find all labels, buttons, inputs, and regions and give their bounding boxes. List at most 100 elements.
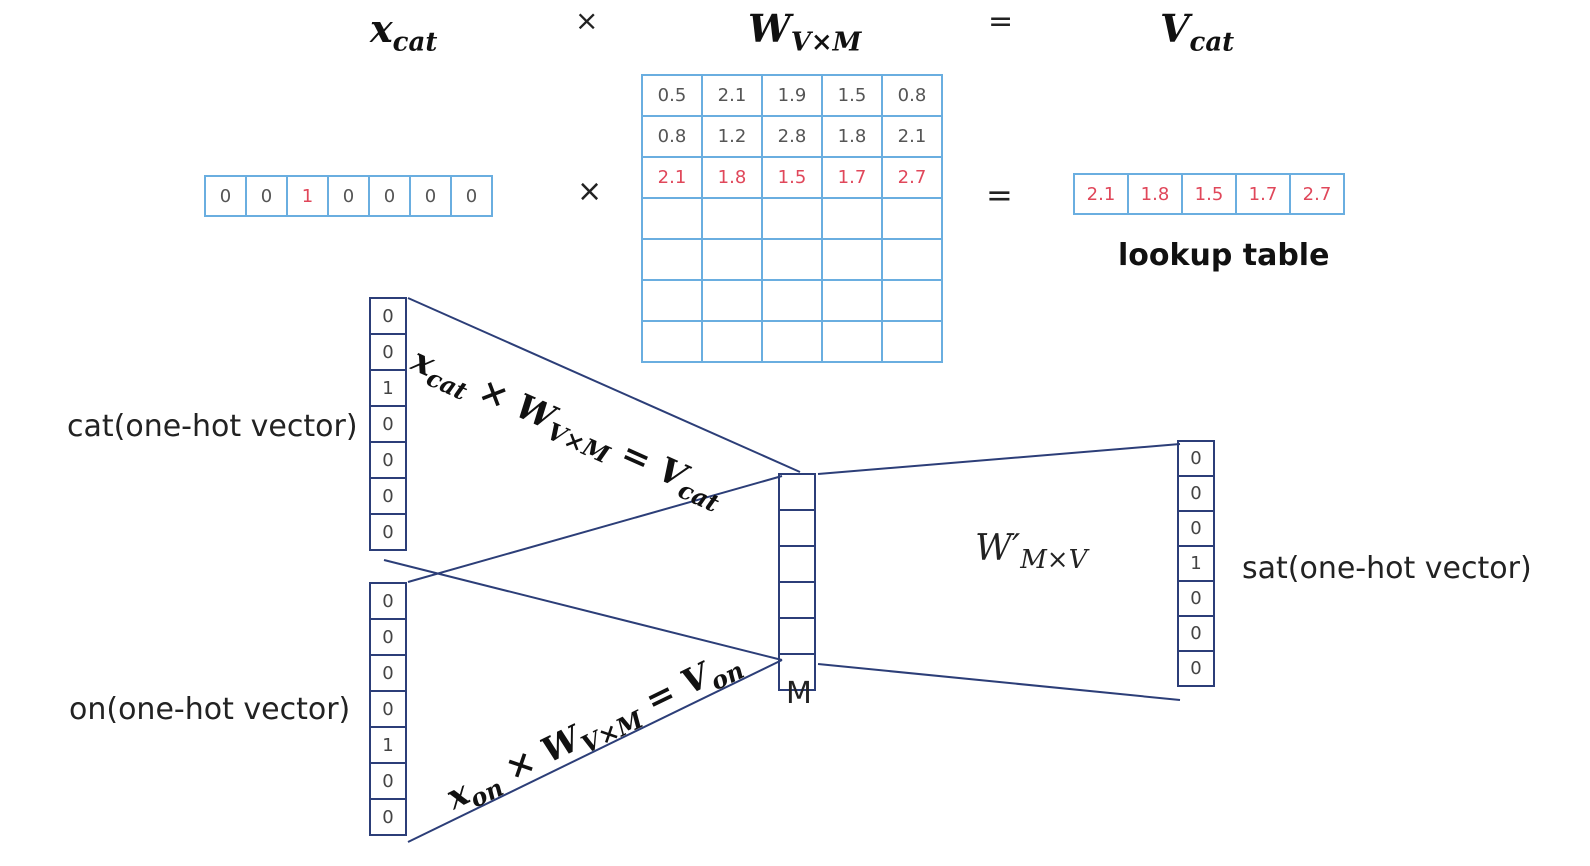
cat-vector-cell: 0	[369, 405, 407, 443]
on-vector-cell: 0	[369, 798, 407, 836]
matrix-cell: 1.9	[761, 74, 823, 117]
one-hot-cell: 1	[286, 175, 329, 217]
eq-times-top: ×	[575, 4, 599, 37]
matrix-cell	[881, 320, 943, 363]
one-hot-cell: 0	[368, 175, 411, 217]
result-cell: 1.8	[1127, 173, 1183, 215]
matrix-cell	[641, 238, 703, 281]
matrix-cell	[761, 238, 823, 281]
matrix-cell: 2.7	[881, 156, 943, 199]
result-cell: 1.5	[1181, 173, 1237, 215]
matrix-cell: 2.1	[641, 156, 703, 199]
times-sign-middle: ×	[577, 174, 603, 209]
matrix-cell	[641, 279, 703, 322]
hidden-cell	[778, 473, 816, 511]
sat-vector-label: sat(one-hot vector)	[1242, 551, 1532, 586]
matrix-cell	[761, 320, 823, 363]
sat-vector-cell: 0	[1177, 440, 1215, 477]
result-cell: 2.7	[1289, 173, 1345, 215]
on-vector-cell: 0	[369, 690, 407, 728]
hidden-cell	[778, 653, 816, 691]
output-weight-label: W′M×V	[975, 528, 1088, 576]
hidden-cell	[778, 509, 816, 547]
equals-sign-middle: =	[986, 176, 1013, 214]
matrix-cell: 1.8	[701, 156, 763, 199]
eq-x-cat: xcat	[370, 6, 438, 58]
matrix-cell: 1.2	[701, 115, 763, 158]
matrix-cell: 2.1	[881, 115, 943, 158]
sat-vector-cell: 0	[1177, 580, 1215, 617]
matrix-cell	[821, 197, 883, 240]
matrix-cell: 0.5	[641, 74, 703, 117]
matrix-cell	[641, 197, 703, 240]
matrix-cell	[881, 238, 943, 281]
cat-vector-cell: 1	[369, 369, 407, 407]
on-vector-cell: 0	[369, 582, 407, 620]
hidden-size-label: M	[786, 676, 812, 711]
on-vector-cell: 0	[369, 654, 407, 692]
matrix-row	[641, 238, 943, 281]
matrix-row	[641, 320, 943, 363]
eq-w: WV×M	[748, 6, 862, 58]
out-bottom-edge	[817, 663, 1181, 701]
one-hot-cell: 0	[327, 175, 370, 217]
matrix-cell: 1.8	[821, 115, 883, 158]
cat-vector-cell: 0	[369, 441, 407, 479]
matrix-cell	[701, 238, 763, 281]
result-cell: 1.7	[1235, 173, 1291, 215]
matrix-cell: 1.5	[761, 156, 823, 199]
matrix-cell	[641, 320, 703, 363]
sat-vector-cell: 0	[1177, 615, 1215, 652]
matrix-cell	[701, 279, 763, 322]
hidden-cell	[778, 545, 816, 583]
cat-bottom-edge	[383, 559, 783, 661]
on-vector-cell: 0	[369, 762, 407, 800]
matrix-cell	[881, 197, 943, 240]
sat-vector-cell: 1	[1177, 545, 1215, 582]
matrix-cell	[761, 279, 823, 322]
matrix-row	[641, 279, 943, 322]
cat-vector-cell: 0	[369, 297, 407, 335]
cat-vector-cell: 0	[369, 477, 407, 515]
matrix-cell	[821, 279, 883, 322]
matrix-cell: 2.1	[701, 74, 763, 117]
matrix-cell: 2.8	[761, 115, 823, 158]
hidden-cell	[778, 617, 816, 655]
on-vector-label: on(one-hot vector)	[69, 692, 351, 727]
cat-top-edge	[407, 297, 801, 473]
on-vector-cell: 1	[369, 726, 407, 764]
matrix-cell	[701, 320, 763, 363]
cat-vector-label: cat(one-hot vector)	[67, 409, 358, 444]
on-bottom-edge	[407, 659, 783, 843]
matrix-cell	[701, 197, 763, 240]
one-hot-cell: 0	[409, 175, 452, 217]
matrix-cell: 0.8	[641, 115, 703, 158]
matrix-cell	[881, 279, 943, 322]
matrix-cell: 1.7	[821, 156, 883, 199]
matrix-cell	[821, 320, 883, 363]
matrix-cell: 1.5	[821, 74, 883, 117]
one-hot-cell: 0	[450, 175, 493, 217]
on-vector-cell: 0	[369, 618, 407, 656]
lookup-table-label: lookup table	[1118, 238, 1330, 273]
eq-equals-top: =	[988, 4, 1014, 39]
out-top-edge	[817, 443, 1181, 475]
on-top-edge	[407, 475, 783, 583]
hidden-layer-column	[778, 473, 816, 691]
one-hot-cell: 0	[245, 175, 288, 217]
sat-vector-cell: 0	[1177, 475, 1215, 512]
matrix-row	[641, 197, 943, 240]
sat-vector-cell: 0	[1177, 650, 1215, 687]
cat-vector-cell: 0	[369, 513, 407, 551]
matrix-cell	[761, 197, 823, 240]
eq-v-cat: Vcat	[1160, 6, 1235, 58]
